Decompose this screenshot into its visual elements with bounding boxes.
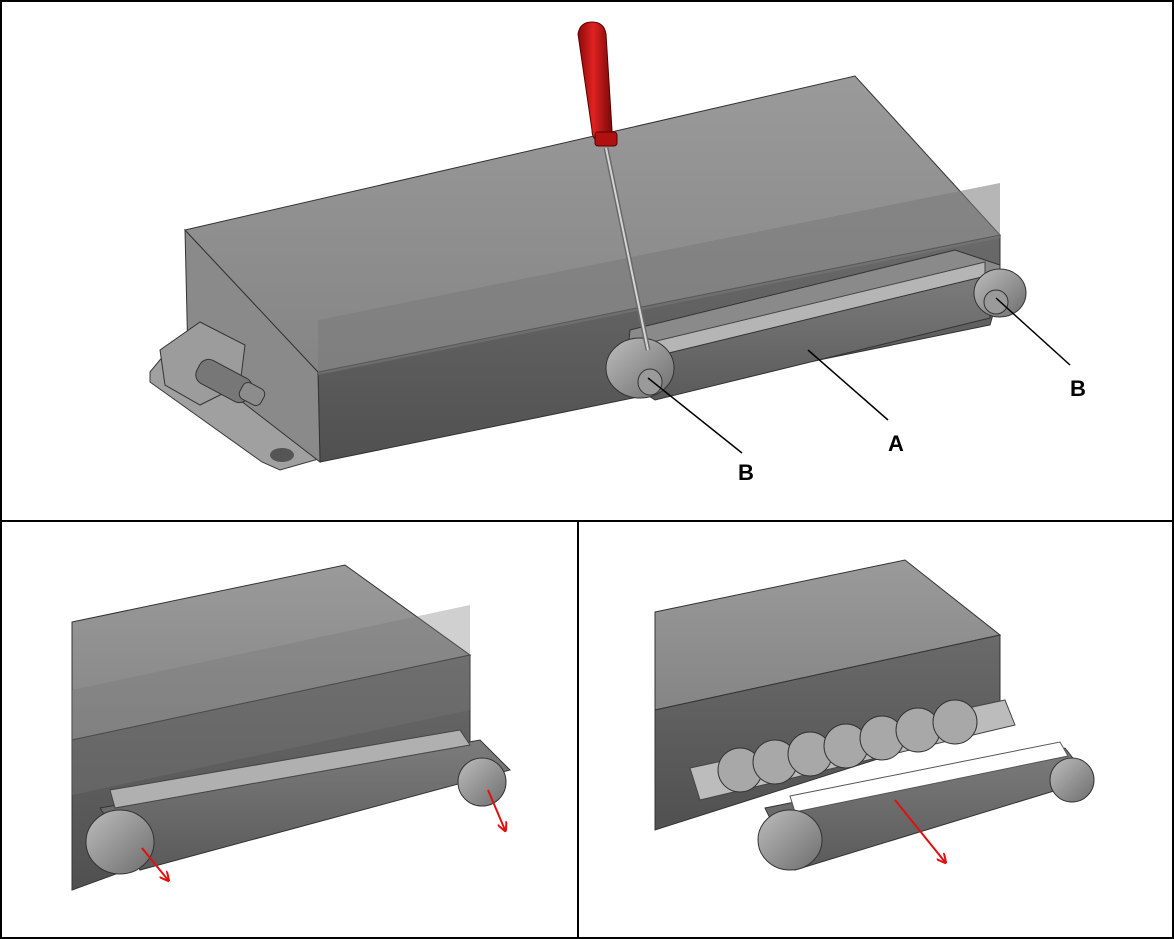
- cover-cap-left: [757, 809, 823, 871]
- connector-cover: [605, 249, 1027, 401]
- label-screw-left: B: [738, 460, 754, 485]
- cover-slot-row: [789, 741, 1069, 813]
- cover-cap-left: [85, 809, 155, 875]
- leader-cover: [807, 349, 889, 421]
- screw-right: [983, 289, 1009, 315]
- connector-sockets: [717, 699, 978, 793]
- lid-lip: [318, 183, 1000, 375]
- connector-slot-row: [109, 729, 471, 809]
- cover-cap-right: [457, 757, 507, 807]
- label-screw-right: B: [1070, 376, 1086, 401]
- leader-screw-right: [995, 297, 1071, 366]
- label-cover: A: [888, 431, 904, 456]
- leader-screw-left: [647, 377, 743, 454]
- leader-lines: [647, 297, 1071, 454]
- arrow-down-right-icon: [141, 847, 168, 880]
- arrow-down-right-icon: [487, 789, 505, 830]
- cover-cap-right: [1049, 757, 1095, 803]
- screw-left: [637, 368, 663, 396]
- bottom-left-panel: [71, 564, 511, 891]
- bottom-right-panel: [654, 559, 1095, 871]
- arrow-down-right-icon: [894, 799, 945, 862]
- screwdriver-icon: [577, 21, 651, 351]
- cable-gland: [159, 321, 266, 406]
- lid-lip: [72, 605, 470, 795]
- mounting-hole: [270, 448, 294, 462]
- top-panel: B A B: [149, 21, 1086, 485]
